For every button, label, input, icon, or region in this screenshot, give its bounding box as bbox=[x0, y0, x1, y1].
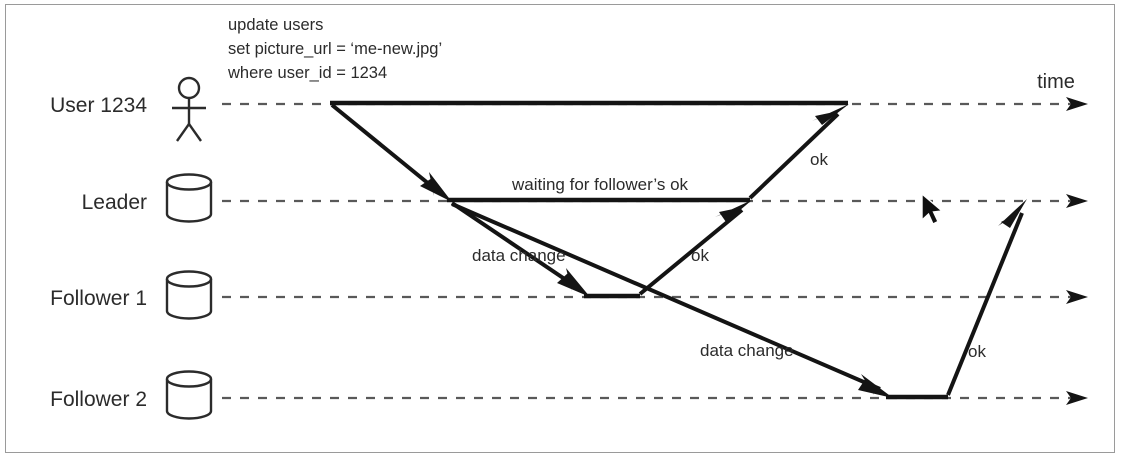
message-arrow-ok-follower2 bbox=[946, 199, 1027, 396]
message-label-ok-follower2: ok bbox=[968, 342, 986, 361]
database-cylinder-icon-leader bbox=[165, 173, 213, 223]
message-arrow-ok-user bbox=[748, 104, 849, 200]
annotation-label-waiting: waiting for follower’s ok bbox=[511, 175, 689, 194]
sql-statement-line-3: where user_id = 1234 bbox=[227, 64, 387, 82]
time-arrow-user bbox=[1066, 97, 1088, 111]
time-arrow-leader bbox=[1066, 194, 1088, 208]
database-cylinder-icon-follower1 bbox=[165, 270, 213, 320]
lifeline-group-follower1 bbox=[222, 290, 1088, 304]
stick-figure-icon bbox=[172, 76, 206, 142]
participant-label-follower2: Follower 2 bbox=[50, 388, 147, 411]
message-label-ok-follower1: ok bbox=[691, 246, 709, 265]
sql-statement-line-1: update users bbox=[228, 16, 323, 34]
mouse-cursor-icon bbox=[921, 192, 944, 225]
participant-label-user: User 1234 bbox=[50, 94, 147, 117]
message-arrow-update-request bbox=[330, 103, 452, 202]
message-label-ok-user: ok bbox=[810, 150, 828, 169]
participant-label-leader: Leader bbox=[82, 191, 147, 214]
message-label-data-change-follower1: data change bbox=[472, 246, 566, 265]
time-arrow-follower1 bbox=[1066, 290, 1088, 304]
message-arrow-ok-follower1 bbox=[638, 200, 752, 296]
time-arrow-follower2 bbox=[1066, 391, 1088, 405]
database-cylinder-icon-follower2 bbox=[165, 370, 213, 420]
lifeline-group-user bbox=[222, 97, 1088, 111]
message-arrow-data-change-follower1 bbox=[450, 201, 590, 297]
lifeline-group-follower2 bbox=[222, 391, 1088, 405]
message-arrow-data-change-follower2 bbox=[451, 202, 893, 398]
participant-label-follower1: Follower 1 bbox=[50, 287, 147, 310]
sql-statement-line-2: set picture_url = ‘me-new.jpg’ bbox=[228, 40, 442, 58]
time-axis-label: time bbox=[1037, 71, 1075, 93]
message-label-data-change-follower2: data change bbox=[700, 341, 794, 360]
lifeline-group-leader bbox=[222, 194, 1088, 208]
